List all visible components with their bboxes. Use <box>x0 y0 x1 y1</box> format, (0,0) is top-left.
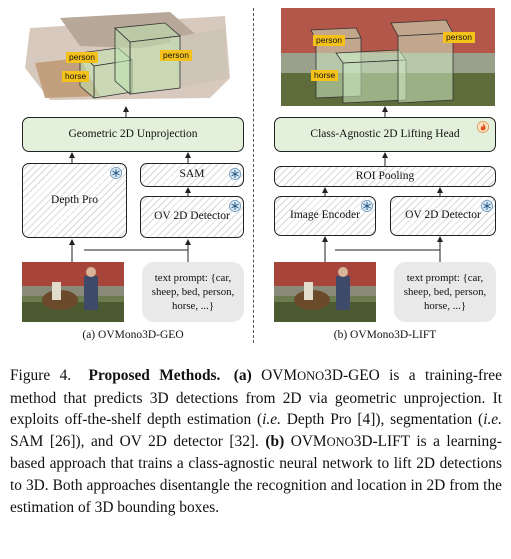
geo-name: OVMONO3D-GEO <box>261 367 380 384</box>
input-photo-graphic-left <box>22 262 124 322</box>
depth-pro-label: Depth Pro <box>51 193 98 206</box>
text-prompt-left: text prompt: {car, sheep, bed, person, h… <box>142 262 244 322</box>
scene-label-person-1: person <box>313 35 345 46</box>
geo-name-prefix: OVM <box>261 367 298 384</box>
lift-name-sc: ONO <box>326 434 354 449</box>
text-prompt-right: text prompt: {car, sheep, bed, person, h… <box>394 262 496 322</box>
image-encoder-box: Image Encoder <box>274 196 376 236</box>
ov-2d-detector-box-left: OV 2D Detector <box>140 196 244 238</box>
ov-2d-detector-label-left: OV 2D Detector <box>154 210 230 223</box>
left-3d-scene: person person horse <box>20 8 235 106</box>
scene-label-person-2: person <box>160 50 192 61</box>
caption-ie-2: i.e. <box>483 411 502 429</box>
flame-icon <box>477 121 489 133</box>
scene-label-horse: horse <box>62 71 90 82</box>
lifting-head-box: Class-Agnostic 2D Lifting Head <box>274 117 496 152</box>
lift-name-prefix: OVM <box>290 432 327 450</box>
depth-pro-box: Depth Pro <box>22 163 127 238</box>
ov-2d-detector-box-right: OV 2D Detector <box>390 196 496 236</box>
right-3d-scene: person person horse <box>281 8 495 106</box>
sam-box: SAM <box>140 163 244 187</box>
caption-text-4: is a learning-based approach that trains… <box>10 432 502 516</box>
caption-ie-1: i.e. <box>262 411 281 429</box>
caption-text-1: is a training-free method that predicts … <box>10 367 502 429</box>
caption-b-label: (b) <box>265 432 285 450</box>
figure-caption: Figure 4. Proposed Methods. (a) OVMONO3D… <box>10 365 502 518</box>
caption-text-3: SAM [26]), and OV 2D detector [32]. <box>10 432 259 450</box>
subcaption-b: (b) OVMono3D-LIFT <box>333 329 437 341</box>
scene-label-horse: horse <box>311 70 339 81</box>
lift-name-suffix: 3D-LIFT <box>353 432 410 450</box>
right-scene-graphic <box>281 8 495 106</box>
scene-label-person-2: person <box>443 32 475 43</box>
panel-divider <box>253 8 254 343</box>
image-encoder-label: Image Encoder <box>290 209 360 222</box>
roi-pooling-box: ROI Pooling <box>274 166 496 187</box>
subcaption-a: (a) OVMono3D-GEO <box>82 329 184 341</box>
ov-2d-detector-label-right: OV 2D Detector <box>405 209 481 222</box>
input-photo-graphic-right <box>274 262 376 322</box>
caption-title: Proposed Methods. <box>88 367 221 384</box>
snowflake-icon <box>110 167 122 179</box>
input-image-left <box>22 262 124 322</box>
sam-label: SAM <box>179 168 205 181</box>
scene-label-person-1: person <box>66 52 98 63</box>
snowflake-icon <box>229 200 241 212</box>
snowflake-icon <box>229 168 241 180</box>
caption-text-2: Depth Pro [4]), segmentation ( <box>280 411 484 429</box>
figure-label: Figure 4. <box>10 367 72 384</box>
left-arrows <box>69 106 443 262</box>
snowflake-icon <box>361 200 373 212</box>
input-image-right <box>274 262 376 322</box>
snowflake-icon <box>481 200 493 212</box>
caption-a-label: (a) <box>233 367 252 384</box>
geo-name-suffix: 3D-GEO <box>324 367 380 384</box>
geo-name-sc: ONO <box>297 369 325 383</box>
geometric-unprojection-box: Geometric 2D Unprojection <box>22 117 244 152</box>
lift-name: OVMONO3D-LIFT <box>291 433 410 450</box>
roi-pooling-label: ROI Pooling <box>355 169 415 182</box>
